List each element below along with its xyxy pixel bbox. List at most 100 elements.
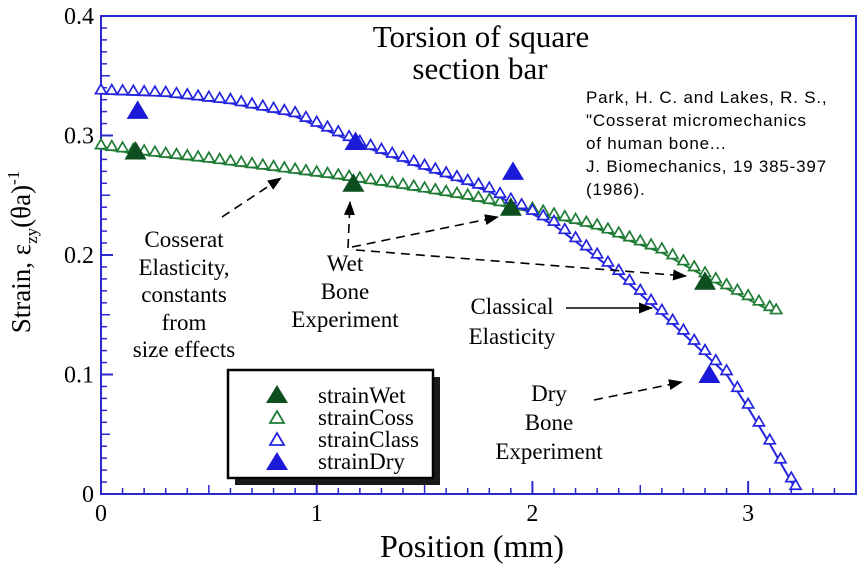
strainClass-marker bbox=[665, 312, 680, 325]
strainClass-marker bbox=[708, 353, 723, 366]
x-tick-label: 0 bbox=[95, 501, 107, 527]
legend-marker-strainclass bbox=[268, 431, 286, 446]
citation-line: of human bone... bbox=[586, 134, 726, 153]
x-tick-label: 2 bbox=[526, 501, 538, 527]
strainCoss-marker bbox=[396, 176, 410, 189]
strainClass-marker bbox=[687, 332, 702, 345]
strainCoss-marker bbox=[719, 277, 734, 290]
strainClass-marker bbox=[396, 149, 410, 162]
strainWet-point bbox=[342, 173, 365, 192]
data-series bbox=[94, 82, 803, 491]
plot-border bbox=[100, 15, 857, 495]
strainClass-marker bbox=[309, 114, 324, 127]
strainClass-marker bbox=[514, 197, 529, 210]
strainCoss-marker bbox=[633, 233, 648, 246]
strainWet-point bbox=[694, 271, 716, 290]
strainClass-marker bbox=[417, 157, 432, 170]
strainCoss-marker bbox=[730, 282, 745, 295]
strainCoss-marker bbox=[428, 182, 443, 195]
strainClass-marker bbox=[600, 254, 615, 267]
strainClass-marker bbox=[126, 83, 141, 96]
legend-label-straindry: strainDry bbox=[318, 449, 405, 474]
strainCoss-marker bbox=[579, 214, 594, 227]
strainCoss-marker bbox=[741, 288, 756, 301]
strainCoss-marker bbox=[600, 221, 615, 234]
strainCoss-marker bbox=[687, 259, 702, 272]
strainCoss-marker bbox=[363, 172, 378, 185]
strainCoss-marker bbox=[288, 161, 303, 174]
strainClass-marker bbox=[719, 363, 734, 376]
strainClass-marker bbox=[460, 172, 475, 185]
citation-line: (1986). bbox=[586, 180, 645, 199]
strainCoss-marker bbox=[471, 189, 486, 202]
y-tick-label: 0.2 bbox=[64, 243, 94, 269]
annotation-line: Experiment bbox=[495, 439, 603, 464]
strainClass-marker bbox=[439, 165, 454, 178]
strainCoss-marker bbox=[482, 192, 497, 205]
legend-marker-strainwet bbox=[266, 385, 288, 403]
strainCoss-marker bbox=[115, 140, 130, 153]
axis-ticks bbox=[100, 15, 857, 495]
legend-marker-straindry bbox=[266, 452, 288, 470]
annotation-line: constants bbox=[141, 282, 227, 307]
strainCoss-marker bbox=[201, 150, 216, 163]
x-tick-label: 3 bbox=[742, 501, 754, 527]
strainClass-marker bbox=[622, 272, 637, 285]
strainCoss-marker bbox=[665, 247, 680, 260]
strainClass-marker bbox=[784, 470, 799, 483]
strainCoss-marker bbox=[590, 217, 605, 230]
legend-label-straincoss: strainCoss bbox=[318, 405, 414, 430]
strainClass-marker bbox=[374, 141, 389, 154]
strainClass-marker bbox=[579, 238, 594, 251]
strainClass-marker bbox=[428, 161, 443, 174]
strainClass-marker bbox=[288, 105, 303, 118]
strainWet-point bbox=[124, 141, 147, 160]
annotation-wetbone: Wet Bone Experiment bbox=[291, 251, 399, 332]
annotation-classical: Classical Elasticity bbox=[469, 294, 556, 349]
strainClass-marker bbox=[223, 92, 238, 105]
strainClass-marker bbox=[385, 145, 400, 158]
strainClass-marker bbox=[698, 342, 712, 356]
strainClass-marker bbox=[557, 222, 572, 235]
annotation-drybone: Dry Bone Experiment bbox=[495, 381, 603, 464]
strainClass-marker bbox=[654, 302, 669, 315]
strainClass-marker bbox=[234, 94, 249, 107]
strainClass-marker bbox=[568, 230, 583, 243]
citation-block: Park, H. C. and Lakes, R. S., "Cosserat … bbox=[586, 88, 827, 199]
strainCoss-marker bbox=[644, 237, 659, 250]
annotation-line: Elasticity bbox=[469, 324, 556, 349]
strainDry-point bbox=[344, 131, 367, 150]
wetbone-far-arrow bbox=[355, 249, 687, 281]
strainClass-marker bbox=[536, 208, 551, 221]
strainWet-point bbox=[499, 197, 522, 216]
annotation-line: Cosserat bbox=[144, 227, 224, 252]
strainCoss-marker bbox=[180, 148, 195, 161]
strainClass-marker bbox=[788, 478, 803, 491]
strainClass-marker bbox=[741, 396, 756, 409]
legend-label-strainclass: strainClass bbox=[318, 427, 419, 452]
strainClass-marker bbox=[676, 322, 691, 335]
strainCoss-marker bbox=[460, 187, 475, 200]
chart-title-line2: section bar bbox=[412, 51, 548, 86]
legend-box bbox=[226, 368, 435, 480]
annotation-line: Elasticity, bbox=[138, 255, 229, 280]
annotation-line: Dry bbox=[531, 381, 567, 406]
strainCoss-marker bbox=[568, 211, 583, 224]
strainCoss-marker bbox=[493, 194, 508, 207]
strainCoss-marker bbox=[212, 151, 227, 165]
strainCoss-marker bbox=[708, 271, 723, 284]
strainCoss-marker bbox=[374, 173, 389, 186]
strainCoss-marker bbox=[654, 241, 669, 254]
cosserat-arrow bbox=[221, 177, 282, 218]
strainCoss-marker bbox=[158, 145, 173, 158]
strainDry-point bbox=[698, 364, 721, 383]
strainCoss-marker bbox=[245, 156, 259, 169]
y-tick-label: 0.3 bbox=[64, 124, 94, 150]
annotation-line: Wet bbox=[327, 251, 364, 276]
x-tick-label: 1 bbox=[311, 501, 323, 527]
strainCoss-marker bbox=[611, 225, 626, 238]
strainClass-marker bbox=[255, 98, 270, 111]
strainCoss-marker bbox=[622, 229, 637, 242]
strainCoss-marker bbox=[762, 299, 777, 312]
